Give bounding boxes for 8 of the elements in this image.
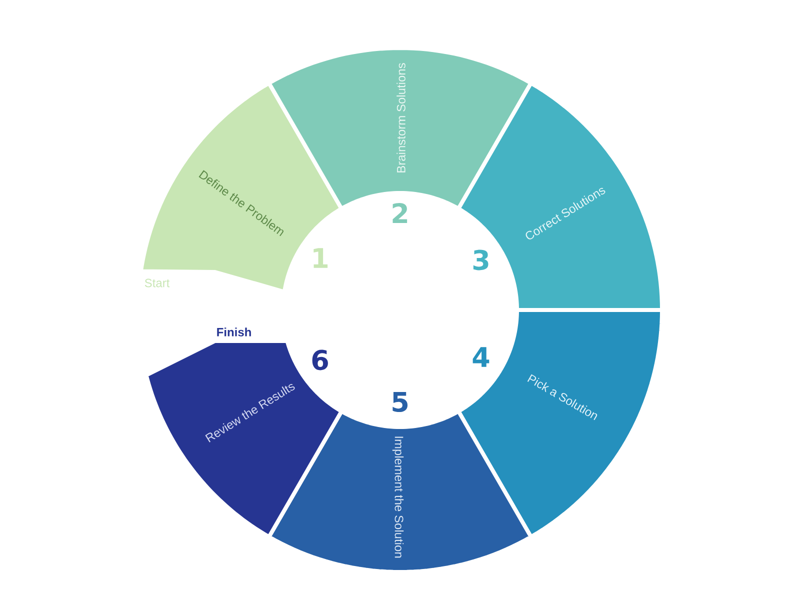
step-number: 5 — [392, 392, 408, 412]
step-number: 6 — [312, 350, 328, 370]
ring-label: Finish — [217, 328, 251, 336]
step-number: 1 — [314, 248, 328, 268]
step-number: 4 — [472, 347, 490, 367]
step-number: 3 — [473, 250, 488, 270]
ring-label: Start — [144, 278, 170, 288]
step-number: 2 — [392, 202, 408, 224]
